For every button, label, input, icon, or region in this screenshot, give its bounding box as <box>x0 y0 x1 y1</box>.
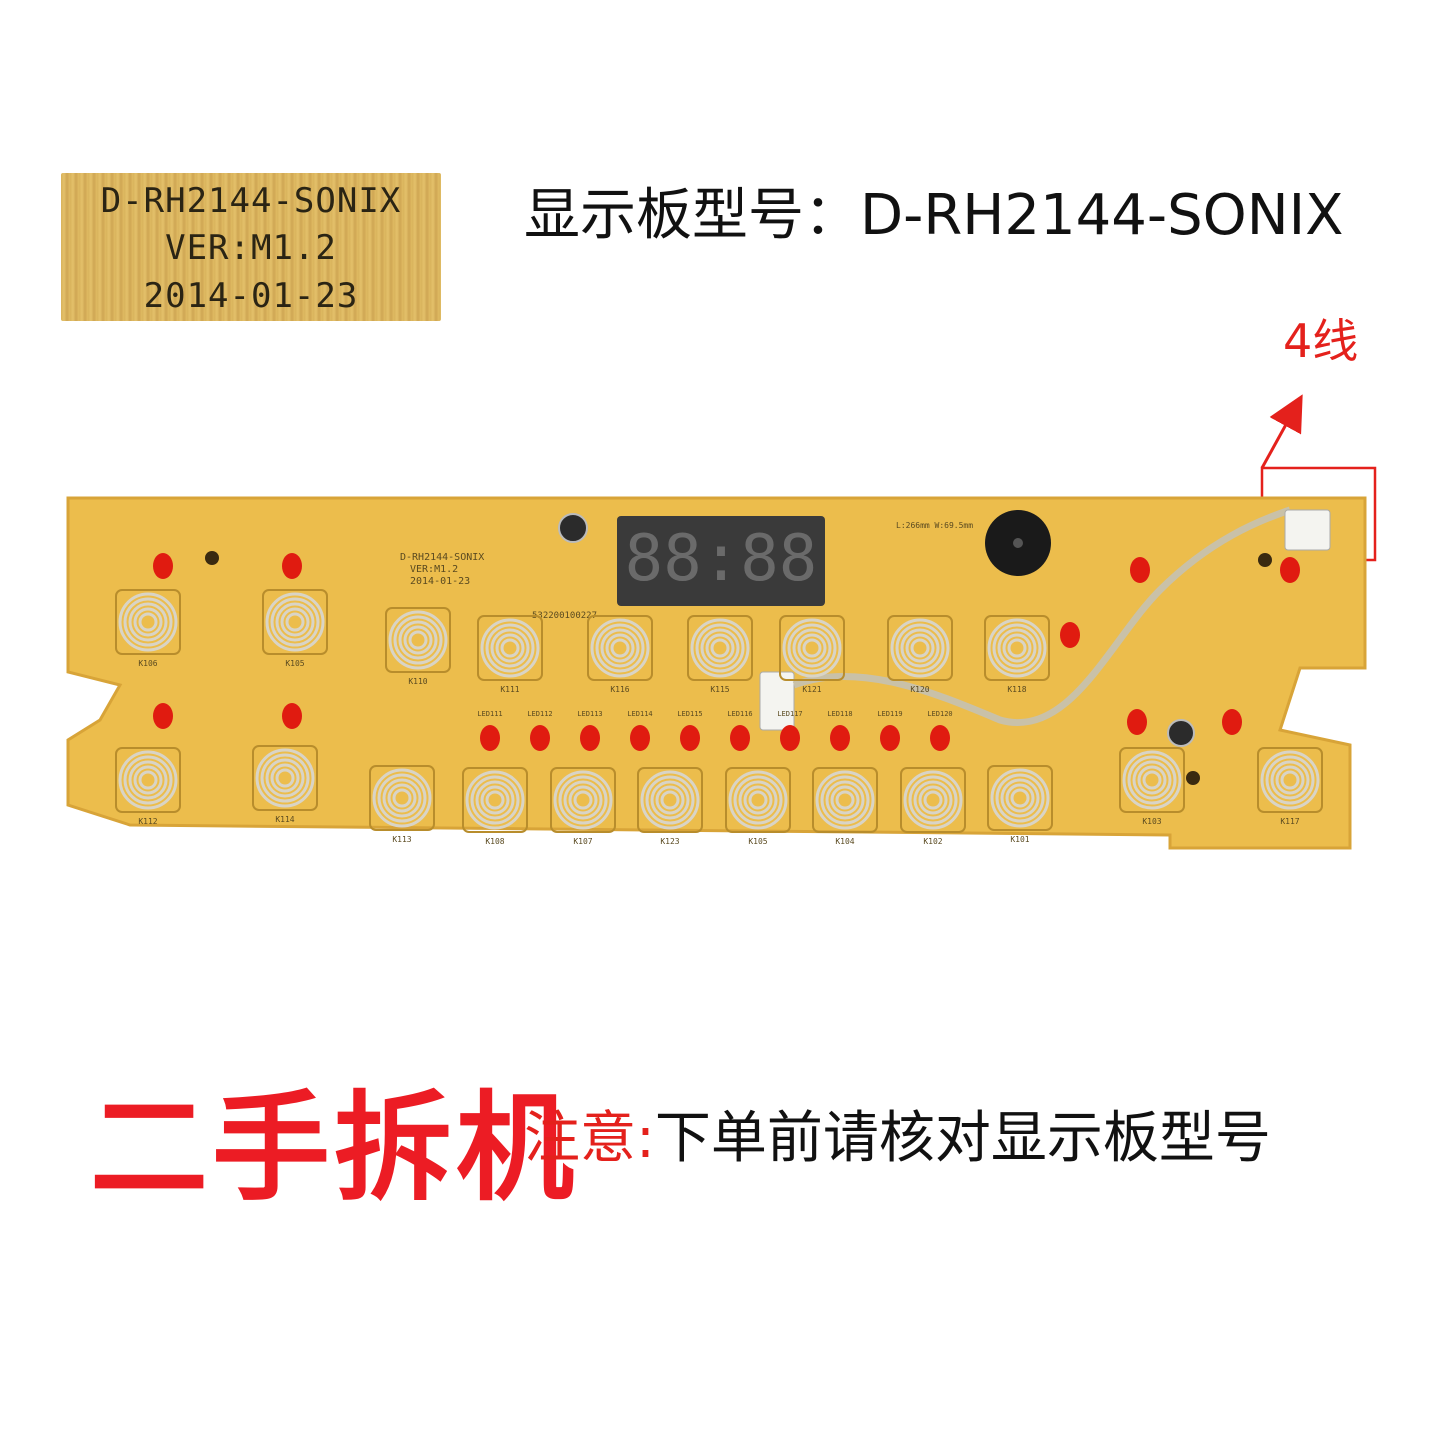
key-label: K112 <box>138 817 157 826</box>
led-indicator <box>880 725 900 751</box>
order-notice: 注意:下单前请核对显示板型号 <box>524 1093 1271 1174</box>
wire-harness <box>792 506 1292 726</box>
led-label: LED116 <box>727 710 752 718</box>
capacitor-icon <box>1167 719 1195 747</box>
led-indicator <box>282 703 302 729</box>
touch-spring-key: K113 <box>369 765 435 844</box>
touch-spring-key: K112 <box>115 747 181 826</box>
led-label: LED119 <box>877 710 902 718</box>
led-indicator <box>780 725 800 751</box>
touch-spring-key: K106 <box>115 589 181 668</box>
key-label: K102 <box>923 837 942 846</box>
key-label: K115 <box>710 685 729 694</box>
led-indicator <box>830 725 850 751</box>
led-indicator <box>930 725 950 751</box>
touch-spring-key: K108 <box>462 767 528 846</box>
led-label: LED111 <box>477 710 502 718</box>
led-indicator <box>580 725 600 751</box>
key-label: K114 <box>275 815 294 824</box>
key-label: K105 <box>748 837 767 846</box>
touch-spring-key: K117 <box>1257 747 1323 826</box>
led-indicator <box>1127 709 1147 735</box>
key-label: K117 <box>1280 817 1299 826</box>
led-indicator <box>530 725 550 751</box>
model-number-heading: 显示板型号：D-RH2144-SONIX <box>524 183 1344 248</box>
label-closeup-photo: D-RH2144-SONIX VER:M1.2 2014-01-23 <box>61 173 441 321</box>
four-pin-connector-icon <box>1284 509 1331 551</box>
led-label: LED120 <box>927 710 952 718</box>
led-label: LED118 <box>827 710 852 718</box>
key-label: K110 <box>408 677 427 686</box>
led-indicator <box>1060 622 1080 648</box>
led-indicator <box>1280 557 1300 583</box>
led-indicator <box>480 725 500 751</box>
wire-count-note: 4线 <box>1283 314 1359 368</box>
touch-spring-key: K105 <box>725 767 791 846</box>
key-label: K107 <box>573 837 592 846</box>
key-label: K104 <box>835 837 854 846</box>
key-label: K113 <box>392 835 411 844</box>
key-label: K120 <box>910 685 929 694</box>
touch-spring-key: K121 <box>779 615 845 694</box>
pcb-board-photo: 88:88 D-RH2144-SONIX VER:M1.2 2014-01-23… <box>66 496 1367 850</box>
led-indicator <box>1222 709 1242 735</box>
touch-spring-key: K103 <box>1119 747 1185 826</box>
led-indicator <box>730 725 750 751</box>
key-label: K101 <box>1010 835 1029 844</box>
touch-spring-key: K118 <box>984 615 1050 694</box>
led-label: LED112 <box>527 710 552 718</box>
arrow-icon <box>1260 394 1303 469</box>
led-indicator <box>153 703 173 729</box>
key-label: K123 <box>660 837 679 846</box>
touch-spring-key: K101 <box>987 765 1053 844</box>
led-label: LED117 <box>777 710 802 718</box>
led-indicator <box>680 725 700 751</box>
led-indicator <box>1130 557 1150 583</box>
key-label: K105 <box>285 659 304 668</box>
touch-spring-key: K123 <box>637 767 703 846</box>
silk-model: D-RH2144-SONIX <box>400 552 484 563</box>
silk-version: VER:M1.2 <box>410 564 458 575</box>
key-label: K108 <box>485 837 504 846</box>
display-digits: 88:88 <box>625 522 818 596</box>
key-label: K116 <box>610 685 629 694</box>
led-indicator <box>630 725 650 751</box>
led-indicator <box>153 553 173 579</box>
silk-date: 2014-01-23 <box>410 576 470 587</box>
key-label: K106 <box>138 659 157 668</box>
capacitor-icon <box>558 513 588 543</box>
second-hand-tag: 二手拆机 <box>90 1079 579 1217</box>
key-label: K111 <box>500 685 519 694</box>
label-model: D-RH2144-SONIX <box>100 181 402 221</box>
silk-code: 532200100227 <box>532 611 597 621</box>
touch-spring-key: K107 <box>550 767 616 846</box>
key-label: K103 <box>1142 817 1161 826</box>
led-label: LED114 <box>627 710 652 718</box>
touch-spring-key: K102 <box>900 767 966 846</box>
touch-spring-key: K115 <box>687 615 753 694</box>
notice-label: 注意: <box>524 1106 655 1171</box>
led-indicator <box>282 553 302 579</box>
wire-connector-icon <box>759 671 795 731</box>
touch-spring-key: K114 <box>252 745 318 824</box>
led-label: LED113 <box>577 710 602 718</box>
key-label: K121 <box>802 685 821 694</box>
touch-spring-key: K120 <box>887 615 953 694</box>
key-label: K118 <box>1007 685 1026 694</box>
touch-spring-key: K104 <box>812 767 878 846</box>
label-date: 2014-01-23 <box>143 276 359 316</box>
seven-segment-display <box>617 516 825 606</box>
touch-spring-key: K105 <box>262 589 328 668</box>
touch-spring-key: K111 <box>477 615 543 694</box>
label-version: VER:M1.2 <box>165 228 337 268</box>
pcb-substrate <box>66 496 1367 850</box>
touch-spring-key: K110 <box>385 607 451 686</box>
touch-spring-key: K116 <box>587 615 653 694</box>
silk-dims: L:266mm W:69.5mm <box>896 521 973 530</box>
led-label: LED115 <box>677 710 702 718</box>
notice-text: 下单前请核对显示板型号 <box>654 1106 1271 1171</box>
